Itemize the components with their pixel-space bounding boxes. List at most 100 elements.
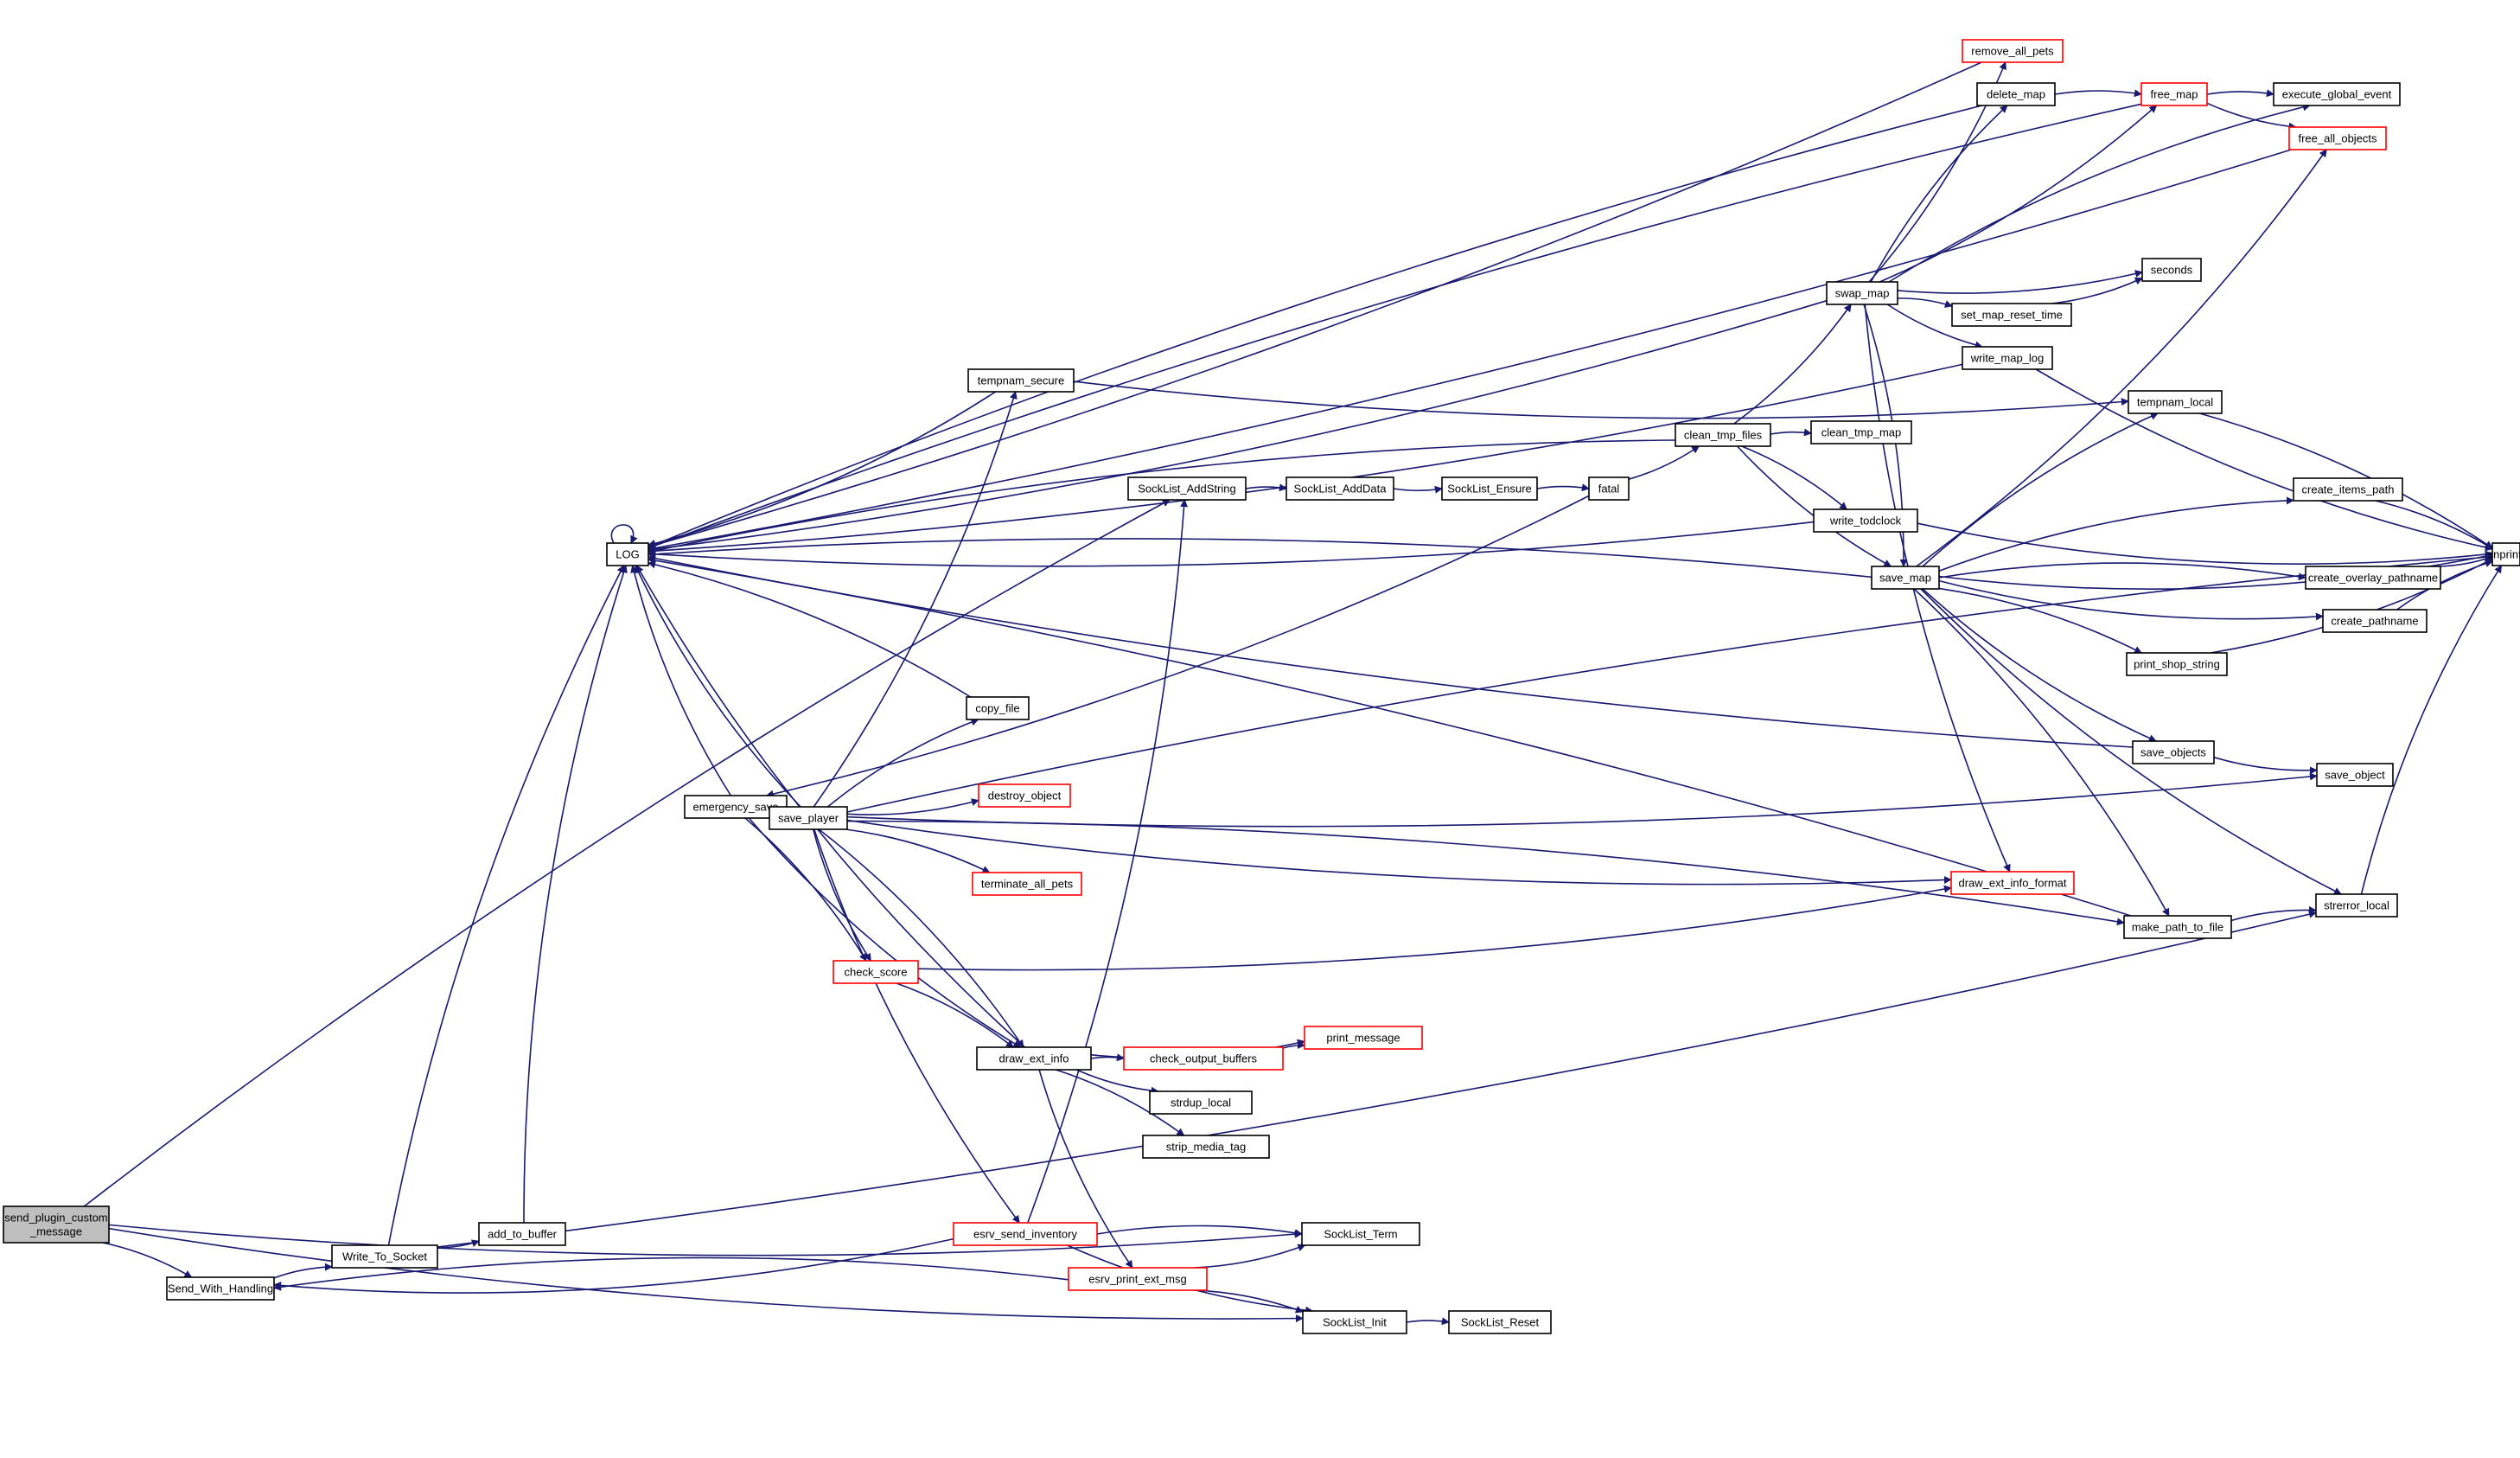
node-box (2140, 82, 2208, 106)
edge-tempnam_local-to-snprintf (2199, 412, 2493, 549)
edge-SockList_Init-to-SockList_Reset (1406, 1317, 1450, 1326)
node-SockList_Term[interactable]: SockList_Term (1301, 1222, 1420, 1246)
node-strip_media_tag[interactable]: strip_media_tag (1142, 1135, 1270, 1159)
node-box (1810, 420, 1912, 444)
node-clean_tmp_files[interactable]: clean_tmp_files (1675, 423, 1771, 447)
node-save_map[interactable]: save_map (1871, 566, 1940, 590)
node-box (2128, 390, 2223, 414)
edge-save_map-to-LOG (648, 538, 1872, 579)
node-esrv_print_ext_msg[interactable]: esrv_print_ext_msg (1068, 1267, 1208, 1291)
node-free_all_objects[interactable]: free_all_objects (2288, 126, 2387, 150)
node-label: tempnam_local (2137, 396, 2213, 409)
edge-send_plugin_custom_message-to-Send_With_Handling (102, 1242, 193, 1278)
node-save_player[interactable]: save_player (769, 806, 848, 830)
node-add_to_buffer[interactable]: add_to_buffer (478, 1222, 566, 1246)
node-check_output_buffers[interactable]: check_output_buffers (1123, 1046, 1284, 1071)
edge-check_output_buffers-to-print_message (1282, 1041, 1305, 1050)
node-write_todclock[interactable]: write_todclock (1813, 508, 1918, 533)
edge-fatal-to-emergency_save (765, 495, 1590, 798)
node-print_shop_string[interactable]: print_shop_string (2126, 652, 2228, 676)
node-LOG[interactable]: LOG (606, 542, 649, 566)
node-create_overlay_pathname[interactable]: create_overlay_pathname (2305, 566, 2441, 590)
edge-delete_map-to-free_map (2054, 89, 2142, 98)
node-write_map_log[interactable]: write_map_log (1962, 346, 2053, 370)
edge-save_player-to-LOG (635, 565, 801, 808)
node-label: esrv_print_ext_msg (1088, 1273, 1186, 1286)
node-strerror_local[interactable]: strerror_local (2315, 893, 2398, 918)
node-label: SockList_Ensure (1447, 483, 1532, 496)
node-esrv_send_inventory[interactable]: esrv_send_inventory (953, 1222, 1098, 1246)
edge-save_player-to-make_path_to_file (846, 820, 2125, 926)
edge-tempnam_secure-to-tempnam_local (1073, 380, 2129, 419)
edge-add_to_buffer-to-LOG (523, 565, 628, 1224)
node-check_score[interactable]: check_score (833, 960, 919, 984)
edge-save_map-to-make_path_to_file (1913, 588, 2170, 917)
node-SockList_Ensure[interactable]: SockList_Ensure (1441, 476, 1538, 501)
node-send_plugin_custom_message[interactable]: send_plugin_custom_message (3, 1205, 110, 1244)
node-label: emergency_save (693, 801, 779, 814)
edge-send_plugin_custom_message-to-SockList_Init (108, 1227, 1304, 1323)
node-print_message[interactable]: print_message (1304, 1026, 1423, 1050)
node-label: strdup_local (1171, 1097, 1231, 1109)
node-delete_map[interactable]: delete_map (1976, 82, 2056, 106)
node-SockList_Init[interactable]: SockList_Init (1302, 1310, 1407, 1334)
node-set_map_reset_time[interactable]: set_map_reset_time (1951, 303, 2072, 327)
edge-write_map_log-to-snprintf (2035, 368, 2493, 552)
node-create_pathname[interactable]: create_pathname (2322, 609, 2427, 633)
node-save_objects[interactable]: save_objects (2132, 740, 2215, 764)
node-tempnam_secure[interactable]: tempnam_secure (967, 368, 1075, 393)
edge-write_todclock-to-LOG (648, 521, 1815, 567)
node-SockList_AddString[interactable]: SockList_AddString (1127, 476, 1247, 501)
edge-free_map-to-LOG (648, 103, 2142, 550)
node-make_path_to_file[interactable]: make_path_to_file (2123, 915, 2232, 939)
node-Write_To_Socket[interactable]: Write_To_Socket (331, 1244, 438, 1269)
node-clean_tmp_map[interactable]: clean_tmp_map (1810, 420, 1912, 444)
edge-SockList_AddString-to-SockList_AddData (1245, 483, 1287, 492)
node-save_object[interactable]: save_object (2316, 763, 2394, 787)
node-label: tempnam_secure (978, 374, 1064, 387)
node-label: delete_map (1987, 88, 2045, 101)
edge-copy_file-to-LOG (648, 560, 972, 698)
node-box (1448, 1310, 1552, 1334)
node-box (1675, 423, 1771, 447)
node-box (1826, 281, 1898, 305)
node-execute_global_event[interactable]: execute_global_event (2273, 82, 2401, 106)
edge-Write_To_Socket-to-strerror_local (437, 910, 2317, 1248)
node-box (2141, 258, 2202, 282)
node-draw_ext_info_format[interactable]: draw_ext_info_format (1950, 871, 2075, 895)
node-label: make_path_to_file (2132, 921, 2223, 934)
node-copy_file[interactable]: copy_file (966, 696, 1030, 720)
node-draw_ext_info[interactable]: draw_ext_info (976, 1046, 1092, 1071)
node-label: add_to_buffer (488, 1228, 558, 1241)
node-remove_all_pets[interactable]: remove_all_pets (1962, 39, 2064, 63)
node-free_map[interactable]: free_map (2140, 82, 2208, 106)
node-box (2491, 542, 2520, 566)
node-SockList_AddData[interactable]: SockList_AddData (1286, 476, 1394, 501)
edge-save_player-to-destroy_object (846, 798, 979, 815)
edge-make_path_to_file-to-strerror_local (2230, 905, 2317, 922)
node-box (2293, 477, 2403, 502)
node-label: free_all_objects (2298, 132, 2377, 145)
edge-save_map-to-free_all_objects (1916, 149, 2327, 567)
node-create_items_path[interactable]: create_items_path (2293, 477, 2403, 502)
node-label: check_output_buffers (1150, 1052, 1258, 1065)
edge-save_player-to-terminate_all_pets (845, 828, 991, 873)
node-Send_With_Handling[interactable]: Send_With_Handling (166, 1276, 275, 1301)
node-label: SockList_Reset (1461, 1316, 1540, 1329)
edge-swap_map-to-draw_ext_info_format (1864, 304, 2011, 873)
node-strdup_local[interactable]: strdup_local (1149, 1090, 1253, 1115)
node-seconds[interactable]: seconds (2141, 258, 2202, 282)
node-label: write_todclock (1829, 515, 1902, 528)
node-snprintf[interactable]: snprintf (2488, 542, 2520, 566)
node-box (1301, 1222, 1420, 1246)
node-fatal[interactable]: fatal (1588, 476, 1630, 501)
node-box (1871, 566, 1940, 590)
node-terminate_all_pets[interactable]: terminate_all_pets (972, 872, 1082, 896)
node-label: destroy_object (988, 790, 1062, 803)
node-SockList_Reset[interactable]: SockList_Reset (1448, 1310, 1552, 1334)
node-label: execute_global_event (2282, 88, 2392, 101)
node-tempnam_local[interactable]: tempnam_local (2128, 390, 2223, 414)
node-swap_map[interactable]: swap_map (1826, 281, 1898, 305)
edge-save_map-to-create_pathname (1938, 579, 2324, 621)
node-destroy_object[interactable]: destroy_object (978, 783, 1071, 808)
